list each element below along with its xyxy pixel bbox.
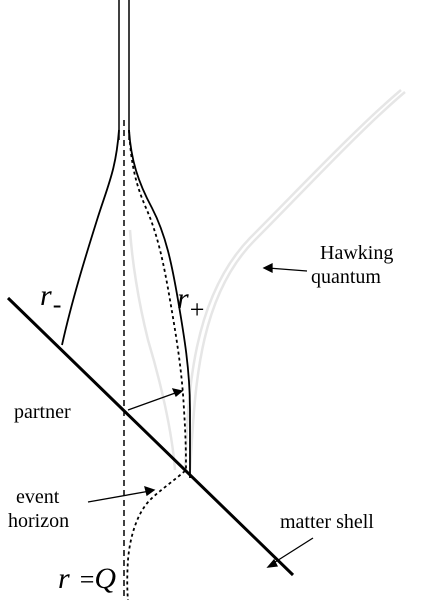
hawking-label-line1: Hawking bbox=[320, 242, 393, 264]
hawking-quantum-outer-path bbox=[188, 91, 406, 471]
event-horizon-arrow-head bbox=[144, 486, 156, 497]
r-equals-q-label: r=Q bbox=[58, 562, 116, 595]
matter-shell-line bbox=[6, 296, 295, 577]
r-plus-label: r+ bbox=[177, 282, 204, 324]
event-horizon-arrow-line bbox=[87, 490, 151, 503]
matter-shell-label: matter shell bbox=[280, 511, 374, 533]
matter-shell-arrow-head bbox=[266, 558, 278, 568]
hawking-quantum-inner-path bbox=[183, 89, 402, 471]
event-horizon-dotted-curve bbox=[126, 129, 187, 600]
partner-label: partner bbox=[14, 401, 71, 423]
partner-arrow-head bbox=[171, 388, 184, 398]
hawking-arrow-line bbox=[267, 267, 308, 272]
r-minus-curve bbox=[61, 129, 120, 346]
r-plus-curve bbox=[128, 129, 191, 478]
partner-arrow-line bbox=[127, 391, 179, 411]
event-horizon-label-line2: horizon bbox=[8, 510, 69, 532]
arrows bbox=[87, 262, 314, 568]
r-minus-label: r- bbox=[40, 279, 61, 319]
hawking-label-line2: quantum bbox=[311, 266, 381, 288]
hawking-quantum-paths bbox=[128, 89, 406, 471]
hawking-arrow-head bbox=[262, 262, 273, 274]
matter-shell-arrow-line bbox=[271, 537, 314, 565]
hawking-partner-faint-path bbox=[128, 229, 177, 471]
event-horizon-label-line1: event bbox=[16, 486, 60, 508]
